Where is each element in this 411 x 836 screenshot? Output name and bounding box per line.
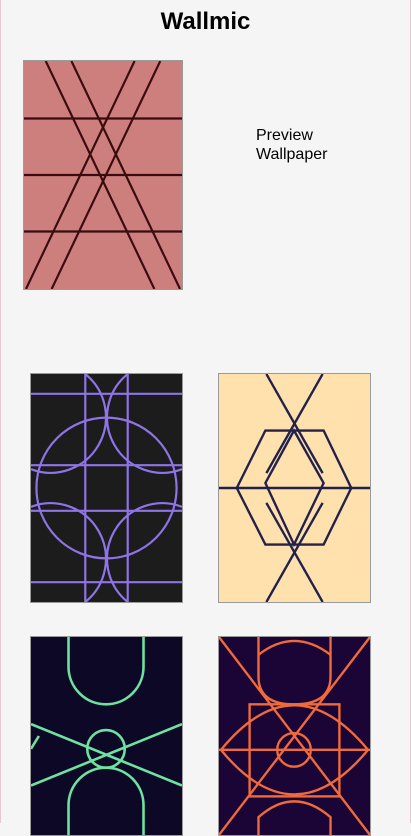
wallpaper-thumb-eye-x[interactable] (30, 636, 183, 836)
wallpaper-eye-x-art (31, 637, 182, 835)
wallpaper-diamond-lattice-art (24, 61, 182, 289)
preview-wallpaper-label: Preview Wallpaper (256, 126, 327, 164)
app-title: Wallmic (160, 8, 251, 35)
wallpaper-square-eye-art (219, 637, 370, 835)
wallpaper-hexagon-x-art (219, 374, 370, 602)
wallpaper-thumb-hexagon-x[interactable] (218, 373, 371, 603)
preview-label-line2: Wallpaper (256, 146, 328, 163)
wallpaper-preview-large[interactable] (23, 60, 183, 290)
left-edge-line (0, 0, 1, 823)
wallpaper-background (31, 374, 182, 602)
wallpaper-circle-grid-art (31, 374, 182, 602)
wallpaper-background (31, 637, 182, 835)
preview-label-line1: Preview (256, 127, 313, 144)
wallpaper-thumb-circle-grid[interactable] (30, 373, 183, 603)
wallpaper-thumb-square-eye[interactable] (218, 636, 371, 836)
